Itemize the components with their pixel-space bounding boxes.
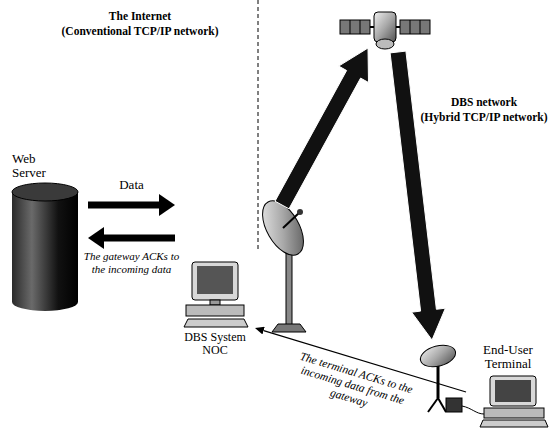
- monitor-screen: [197, 266, 233, 294]
- node-label: DBS System NOC: [179, 331, 251, 357]
- terminal-computer: [480, 376, 548, 427]
- monitor-neck: [210, 300, 220, 305]
- uplink-dish: [254, 194, 312, 332]
- computer-case: [484, 408, 544, 418]
- tripod-leg: [428, 398, 438, 412]
- node-label: Web Server: [12, 152, 64, 181]
- panel-grid: [420, 20, 421, 34]
- noc-node: DBS System NOC: [175, 195, 255, 360]
- server-node: Web Server: [6, 150, 88, 312]
- edge-label: Data: [118, 178, 145, 193]
- uplink-arrow: [275, 48, 369, 209]
- network-label: The Internet: [109, 10, 171, 23]
- dish-feed-arm: [283, 212, 300, 228]
- terminal-node: End-User Terminal: [466, 340, 550, 428]
- solar-panel: [400, 20, 430, 34]
- network-label: (Conventional TCP/IP network): [62, 25, 219, 38]
- keyboard: [480, 420, 548, 427]
- tripod-leg: [438, 398, 446, 412]
- data-arrow: [88, 202, 159, 209]
- computer-case: [186, 305, 244, 316]
- cylinder-body: [12, 192, 78, 302]
- panel-grid: [410, 20, 411, 34]
- monitor: [490, 376, 536, 406]
- downlink-arrow: [390, 51, 445, 340]
- dish-base: [272, 324, 306, 332]
- dish-stand: [437, 364, 440, 398]
- cylinder-bottom: [12, 293, 78, 311]
- dish-stand: [286, 250, 292, 325]
- satellite-body: [374, 12, 396, 42]
- satellite: [340, 12, 430, 49]
- cylinder-top: [12, 183, 78, 201]
- monitor: [192, 262, 238, 300]
- data-arrow: [104, 235, 175, 242]
- solar-panel: [340, 20, 370, 34]
- dish-reflector: [418, 342, 458, 371]
- downlink-dish: [418, 342, 484, 414]
- dish-feed: [297, 209, 303, 215]
- monitor-screen: [495, 380, 531, 402]
- edge-label: The terminal ACKs to the incoming data f…: [286, 348, 419, 423]
- network-label: (Hybrid TCP/IP network): [421, 111, 548, 124]
- edge-label: The gateway ACKs to the incoming data: [79, 250, 185, 275]
- noc-computer: [184, 262, 248, 327]
- receiver-box: [446, 398, 462, 412]
- network-divider: [258, 0, 259, 250]
- panel-grid: [350, 20, 351, 34]
- satellite-antenna: [376, 39, 394, 49]
- panel-grid: [360, 20, 361, 34]
- receiver-cable: [462, 406, 484, 414]
- network-label: DBS network: [451, 96, 517, 109]
- node-label: End-User Terminal: [477, 343, 539, 372]
- server-cylinder: [12, 183, 78, 311]
- keyboard: [184, 319, 248, 327]
